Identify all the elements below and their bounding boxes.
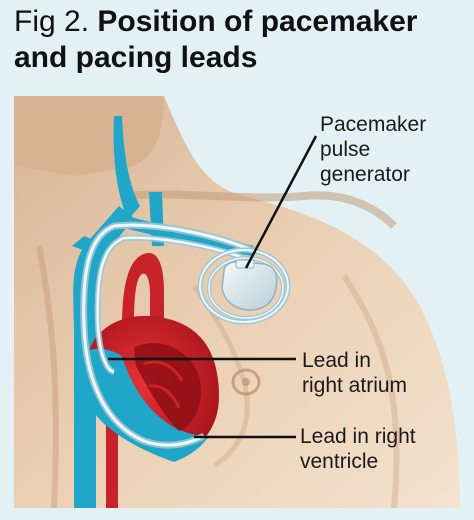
label-line: Lead in [302, 349, 371, 372]
nipple [231, 368, 261, 396]
ventricle-inner [134, 343, 202, 431]
label-line: right atrium [302, 374, 408, 397]
pacing-lead-outer-core [82, 223, 255, 447]
right-heart-chamber [75, 348, 209, 462]
label-pacemaker-pulse-generator: Pacemaker pulse generator [320, 112, 426, 187]
figure-number: Fig 2. [14, 5, 90, 38]
neck-skin [14, 96, 164, 176]
label-line: generator [320, 163, 410, 186]
label-line: Lead in right [300, 425, 416, 448]
pacing-lead-inner-core [96, 236, 253, 374]
pulse-generator [221, 261, 278, 311]
label-lead-right-ventricle: Lead in right ventricle [300, 424, 416, 474]
label-line: pulse [320, 138, 371, 161]
generator-header [235, 259, 255, 269]
sternum-shade [36, 245, 59, 508]
left-vein [149, 192, 164, 246]
figure-heading: Position of pacemaker and pacing leads [14, 5, 418, 74]
shoulder-shade [341, 274, 400, 508]
pacemaker-illustration [14, 96, 460, 508]
collarbone-shade [123, 190, 397, 229]
aortic-arch [122, 253, 164, 331]
ventricle-texture [143, 360, 184, 409]
callout-line-generator [244, 135, 318, 269]
figure-title: Fig 2. Position of pacemaker and pacing … [14, 4, 464, 76]
label-lead-right-atrium: Lead in right atrium [302, 348, 407, 398]
jugular-vein [113, 116, 140, 220]
label-line: Pacemaker [320, 113, 427, 136]
label-line: ventricle [300, 450, 379, 473]
